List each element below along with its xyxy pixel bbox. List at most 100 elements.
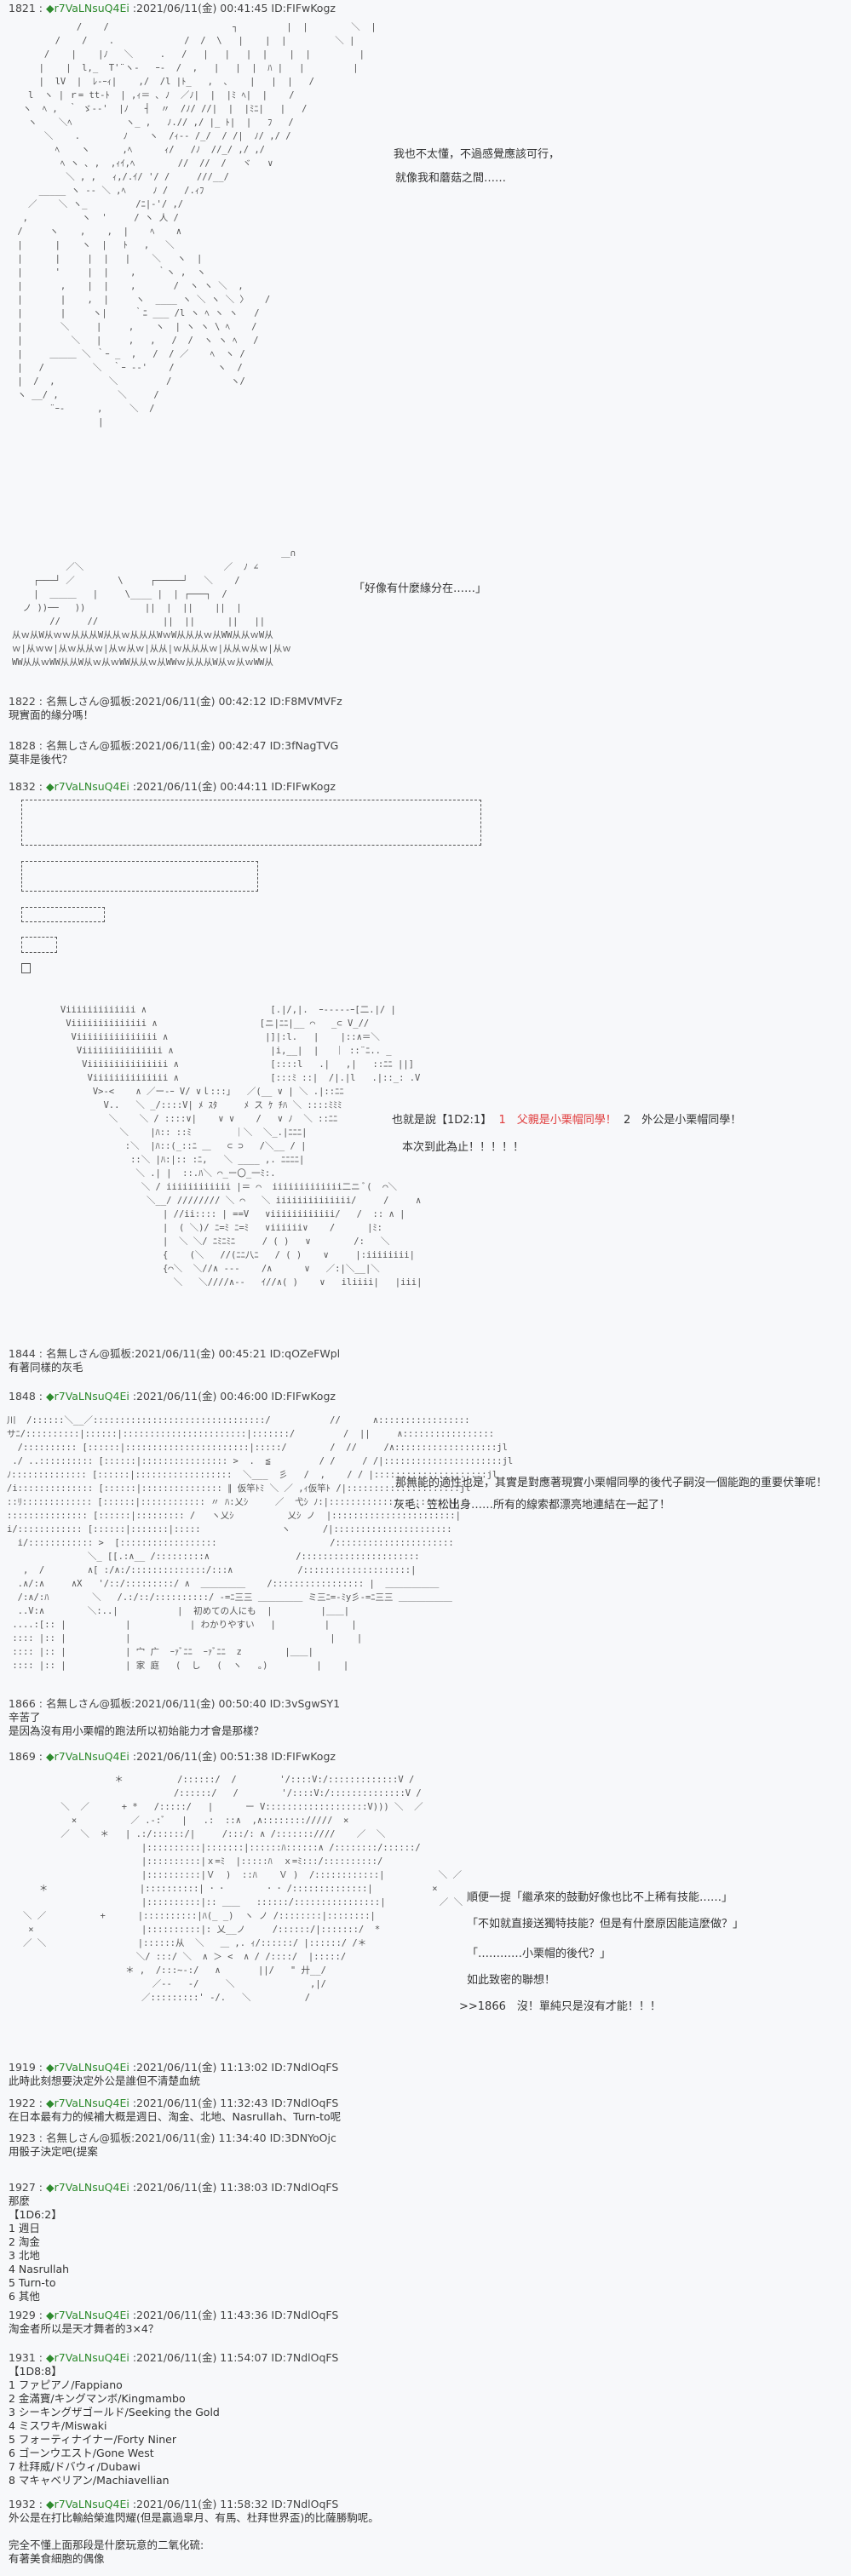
dialogue-line: 順便一提「繼承來的鼓動好像也比不上稀有技能……」 (467, 1891, 733, 1904)
post-date: 2021/06/11(金) 00:44:11 ID:FIFwKogz (136, 780, 336, 793)
post: 1866 : 名無しさん@狐板:2021/06/11(金) 00:50:40 I… (9, 1697, 341, 1737)
post-body: 莫非是後代？ (9, 753, 73, 766)
post-body: 有著同樣的灰毛 (9, 1361, 83, 1374)
post-number: 1919 (9, 2061, 36, 2074)
post-date: 2021/06/11(金) 00:51:38 ID:FIFwKogz (136, 1750, 336, 1763)
post-header: 1832 : ◆r7VaLNsuQ4Ei :2021/06/11(金) 00:4… (9, 780, 336, 793)
option: 6 ゴーンウエスト/Gone West (9, 2447, 154, 2459)
sep: : (35, 1750, 46, 1763)
post: 1927 : ◆r7VaLNsuQ4Ei :2021/06/11(金) 11:3… (9, 2181, 339, 2303)
option: 1 週日 (9, 2222, 40, 2235)
blank-line (9, 2525, 379, 2539)
dashed-box (21, 800, 481, 846)
post-number: 1866 (9, 1697, 36, 1710)
sep: : (35, 2351, 46, 2364)
post-body: 那麼 (9, 2194, 31, 2207)
post-body: 辛苦了 (9, 1711, 41, 1724)
poster-name: 名無しさん@狐板 (45, 1347, 131, 1360)
poster-trip[interactable]: ◆r7VaLNsuQ4Ei (45, 2181, 129, 2194)
post-number: 1927 (9, 2181, 36, 2194)
post-number: 1844 (9, 1347, 36, 1360)
post-number: 1929 (9, 2309, 36, 2321)
dialogue-line: 那無能的適性也是，其實是對應著現實小栗帽同學的後代子嗣沒一個能跑的重要伏筆呢！ (395, 1477, 828, 1489)
ascii-art-sparkle-girl: ＊ /::::::/ / '/::::V:/:::::::::::::V / /… (22, 1775, 463, 2003)
dialogue-line: 如此致密的聯想！ (467, 1974, 556, 1987)
sep: : (35, 2097, 46, 2109)
post-number: 1848 (9, 1390, 36, 1403)
post-number: 1822 (9, 695, 36, 708)
post-number: 1923 (9, 2131, 36, 2144)
post-header: 1821 : ◆r7VaLNsuQ4Ei :2021/06/11(金) 00:4… (9, 2, 336, 14)
post-body: 外公是在打比輸給榮進閃耀(但是贏過皐月、有馬、杜拜世界盃)的比薩勝駒呢。 (9, 2511, 379, 2524)
poster-name: 名無しさん@狐板 (45, 695, 131, 708)
sep: : (35, 2181, 46, 2194)
poster-trip[interactable]: ◆r7VaLNsuQ4Ei (45, 2097, 129, 2109)
post-date: 2021/06/11(金) 11:43:36 ID:7NdlOqFS (136, 2309, 339, 2321)
poster-trip[interactable]: ◆r7VaLNsuQ4Ei (45, 2351, 129, 2364)
poster-trip[interactable]: ◆r7VaLNsuQ4Ei (45, 2498, 129, 2510)
poster-name: 名無しさん@狐板 (45, 739, 131, 752)
post: 1931 : ◆r7VaLNsuQ4Ei :2021/06/11(金) 11:5… (9, 2351, 339, 2487)
dialogue-line: 「…………小栗帽的後代？」 (467, 1948, 612, 1960)
post-number: 1931 (9, 2351, 36, 2364)
small-box (21, 963, 31, 973)
post-number: 1932 (9, 2498, 36, 2510)
option: 3 北地 (9, 2249, 40, 2262)
option: 3 シーキングザゴールド/Seeking the Gold (9, 2406, 220, 2418)
post-date: 2021/06/11(金) 11:38:03 ID:7NdlOqFS (136, 2181, 339, 2194)
post: 1922 : ◆r7VaLNsuQ4Ei :2021/06/11(金) 11:3… (9, 2097, 342, 2123)
sep: : (35, 2061, 46, 2074)
post: 1923 : 名無しさん@狐板:2021/06/11(金) 11:34:40 I… (9, 2131, 336, 2158)
option: 4 ミスワキ/Miswaki (9, 2419, 107, 2432)
sep: : (35, 780, 46, 793)
dialogue-line: 「好像有什麼緣分在……」 (354, 582, 487, 595)
dashed-box (21, 861, 258, 892)
post-date: 2021/06/11(金) 11:13:02 ID:7NdlOqFS (136, 2061, 339, 2074)
post-body: 在日本最有力的候補大概是週日、淘金、北地、Nasrullah、Turn-to呢 (9, 2110, 342, 2123)
post-body: 此時此刻想要決定外公是誰但不清楚血統 (9, 2074, 201, 2087)
option: 2 金滿寶/キングマンボ/Kingmambo (9, 2392, 186, 2405)
poster-trip[interactable]: ◆r7VaLNsuQ4Ei (45, 2, 129, 14)
option: 7 杜拜威/ドバウィ/Dubawi (9, 2460, 141, 2473)
option: 5 Turn-to (9, 2276, 56, 2289)
post: 1828 : 名無しさん@狐板:2021/06/11(金) 00:42:47 I… (9, 739, 339, 766)
post-date: 2021/06/11(金) 11:32:43 ID:7NdlOqFS (136, 2097, 339, 2109)
sep: : (35, 1347, 46, 1360)
post-body: 是因為沒有用小栗帽的跑法所以初始能力才會是那樣？ (9, 1724, 265, 1737)
post-number: 1869 (9, 1750, 36, 1763)
sep: : (35, 2309, 46, 2321)
post-header: 1869 : ◆r7VaLNsuQ4Ei :2021/06/11(金) 00:5… (9, 1750, 336, 1763)
option: 1 ファピアノ/Fappiano (9, 2378, 123, 2391)
post-date: 2021/06/11(金) 00:45:21 ID:qOZeFWpl (135, 1347, 341, 1360)
dialogue-line: 我也不太懂，不過感覺應該可行， (394, 148, 561, 161)
poster-trip[interactable]: ◆r7VaLNsuQ4Ei (45, 1750, 129, 1763)
post-date: 2021/06/11(金) 00:50:40 ID:3vSgwSY1 (135, 1697, 341, 1710)
post-body: 現實面的緣分嗎！ (9, 709, 95, 721)
post-date: 2021/06/11(金) 11:34:40 ID:3DNYoOjc (135, 2131, 336, 2144)
option: 2 淘金 (9, 2235, 40, 2248)
sep: : (35, 1390, 46, 1403)
poster-trip[interactable]: ◆r7VaLNsuQ4Ei (45, 2309, 129, 2321)
post-number: 1821 (9, 2, 36, 14)
post: 1929 : ◆r7VaLNsuQ4Ei :2021/06/11(金) 11:4… (9, 2309, 339, 2335)
poster-trip[interactable]: ◆r7VaLNsuQ4Ei (45, 780, 129, 793)
post-header: 1848 : ◆r7VaLNsuQ4Ei :2021/06/11(金) 00:4… (9, 1390, 336, 1403)
post: 1822 : 名無しさん@狐板:2021/06/11(金) 00:42:12 I… (9, 695, 342, 721)
poster-name: 名無しさん@狐板 (45, 2131, 131, 2144)
option: 8 マキャベリアン/Machiavellian (9, 2474, 170, 2487)
post-body: 用骰子決定吧(提案 (9, 2145, 98, 2158)
dialogue-line: 也就是說【1D2:1】 1 父親是小栗帽同學！ 2 外公是小栗帽同學！ (392, 1110, 741, 1127)
post-date: 2021/06/11(金) 00:42:47 ID:3fNagTVG (135, 739, 339, 752)
post-body: 完全不懂上面那段是什麼玩意的二氧化硫: (9, 2539, 204, 2551)
poster-trip[interactable]: ◆r7VaLNsuQ4Ei (45, 2061, 129, 2074)
post: 1844 : 名無しさん@狐板:2021/06/11(金) 00:45:21 I… (9, 1347, 341, 1374)
ascii-art-horses: ＿∩ ／＼ ／ ﾉ ∠ ┌───┘ ／ \ ┌─────┘ ＼ / | ＿＿＿ … (12, 548, 296, 668)
post-number: 1832 (9, 780, 36, 793)
ascii-art-v-hands: Viiiiiiiiiiiii ∧ [.|/,|. ｰ-‐---ｰ[二.|/ | … (60, 1005, 423, 1288)
sep: : (35, 695, 46, 708)
post-number: 1922 (9, 2097, 36, 2109)
poster-trip[interactable]: ◆r7VaLNsuQ4Ei (45, 1390, 129, 1403)
option-selected: 1 父親是小栗帽同學！ (498, 1114, 617, 1127)
dice-roll: 【1D8:8】 (9, 2365, 62, 2378)
post-date: 2021/06/11(金) 11:54:07 ID:7NdlOqFS (136, 2351, 339, 2364)
